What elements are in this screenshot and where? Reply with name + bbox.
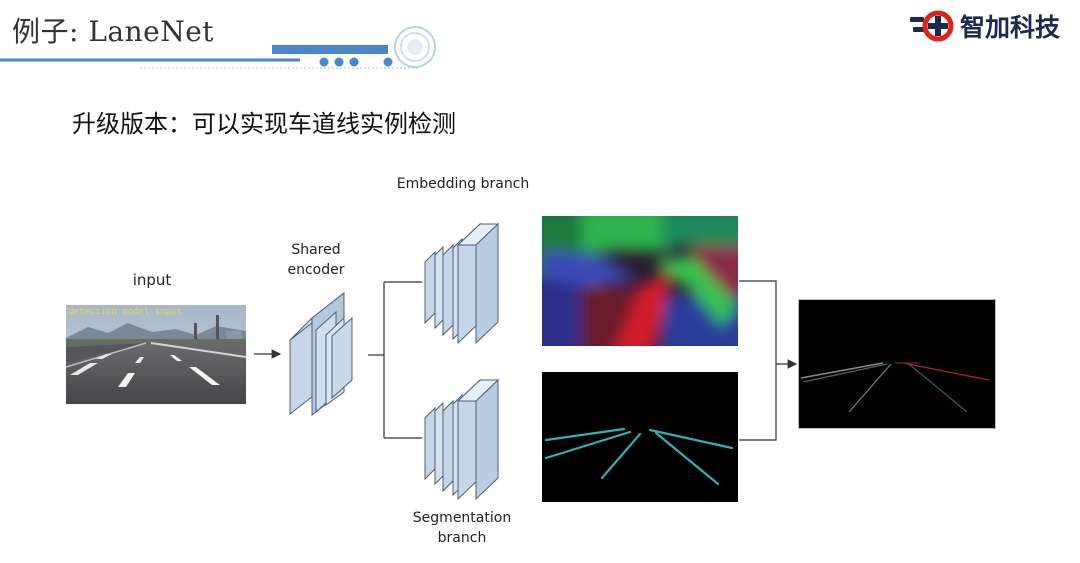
slide-subtitle: 升级版本：可以实现车道线实例检测 bbox=[72, 110, 456, 138]
segmentation-output-image bbox=[542, 372, 738, 502]
input-label: input bbox=[132, 271, 172, 289]
segmentation-branch-label: Segmentation branch bbox=[412, 510, 512, 546]
header-decoration bbox=[0, 26, 436, 69]
page-title: 例子: LaneNet bbox=[12, 15, 215, 48]
company-logo: 智加科技 bbox=[910, 8, 1060, 44]
input-road-image: detection model input bbox=[66, 305, 246, 404]
logo-mark-icon bbox=[910, 10, 954, 42]
header-bar bbox=[272, 45, 388, 54]
logo-text: 智加科技 bbox=[960, 13, 1061, 42]
encoder-label: Shared encoder bbox=[287, 242, 345, 278]
input-overlay-text: detection model input bbox=[68, 307, 182, 317]
final-instance-output-image bbox=[798, 299, 996, 429]
progress-dots-icon bbox=[319, 57, 393, 67]
target-ring-icon bbox=[394, 26, 436, 68]
embedding-output-image bbox=[542, 216, 738, 346]
embedding-branch-label: Embedding branch bbox=[396, 176, 530, 192]
